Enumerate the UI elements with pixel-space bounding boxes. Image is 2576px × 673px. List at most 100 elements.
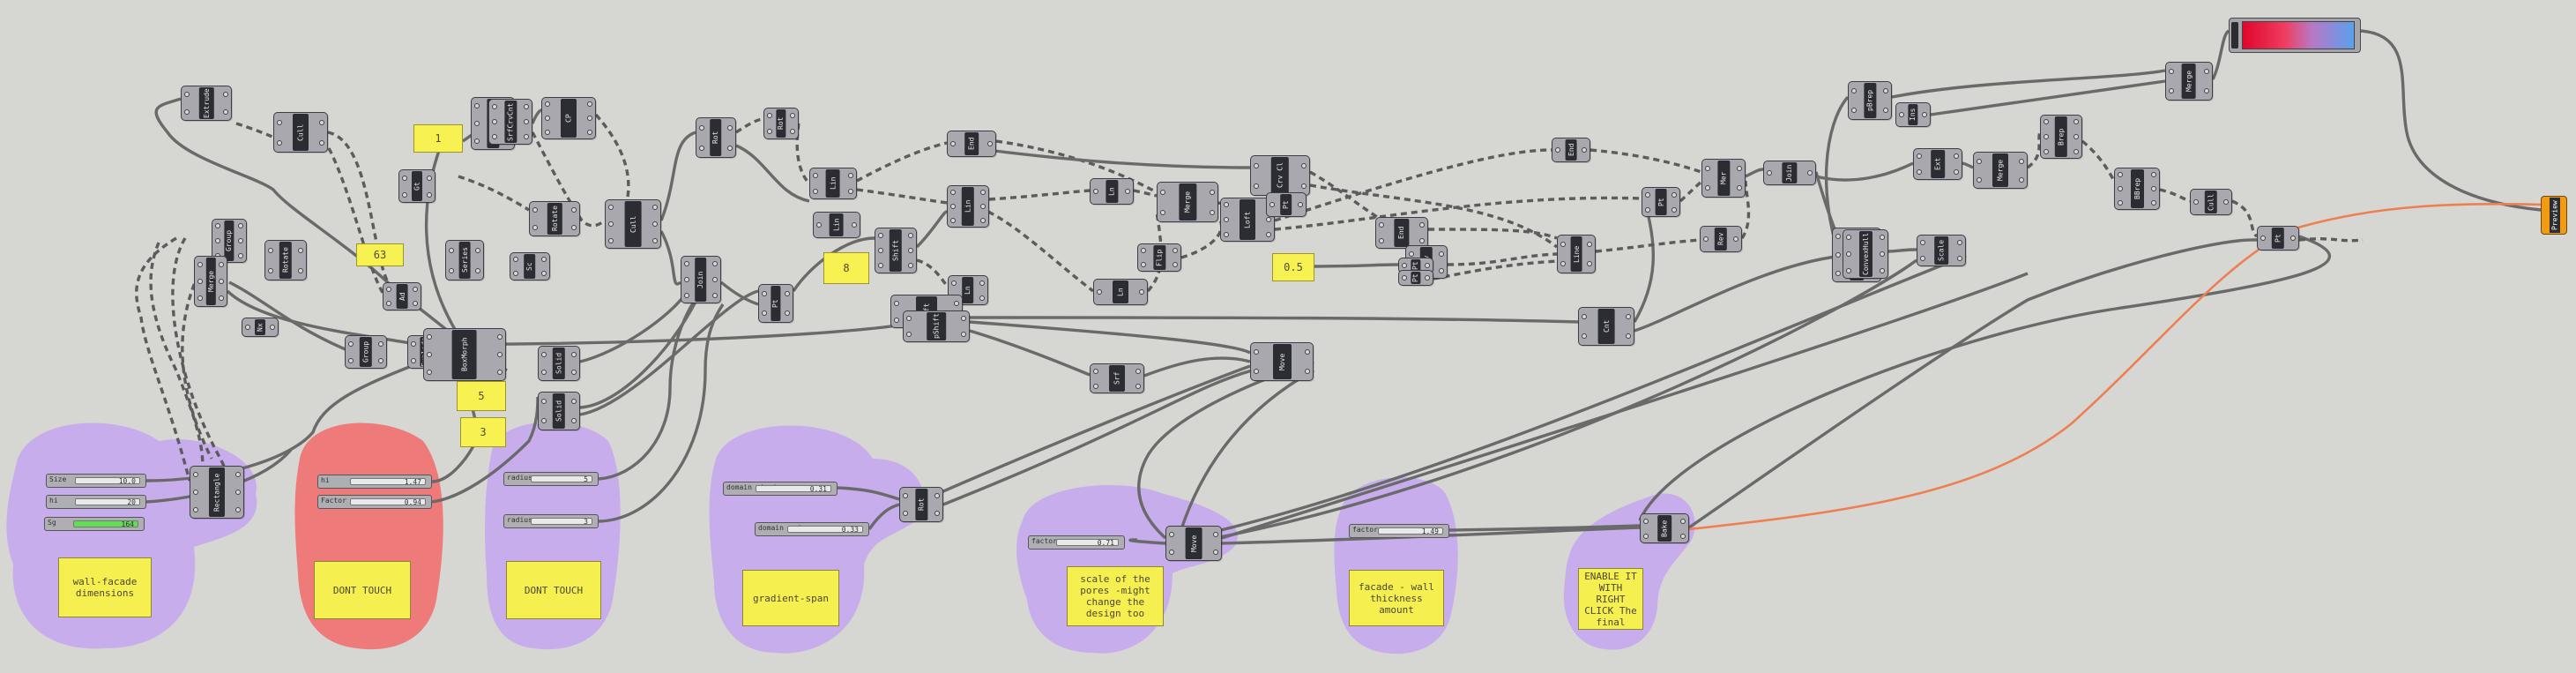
output-port-icon[interactable] [908,263,913,269]
output-port-icon[interactable] [238,238,243,243]
output-port-icon[interactable] [980,218,986,223]
output-port-icon[interactable] [1880,267,1885,273]
input-port-icon[interactable] [193,490,198,495]
input-port-icon[interactable] [903,511,908,516]
output-port-icon[interactable] [712,261,718,266]
input-port-icon[interactable] [492,119,497,124]
output-port-icon[interactable] [1266,231,1271,237]
output-port-icon[interactable] [848,189,853,194]
slider-track[interactable]: 5 [531,475,592,483]
component-node[interactable]: ConvexHull [1843,229,1888,279]
component-node[interactable]: Pt [1642,187,1680,217]
component-node[interactable]: Rev [1700,226,1742,252]
input-port-icon[interactable] [268,267,273,273]
input-port-icon[interactable] [684,293,689,298]
component-node[interactable]: Gt [398,169,436,203]
input-port-icon[interactable] [513,271,518,276]
output-port-icon[interactable] [2151,186,2156,191]
input-port-icon[interactable] [402,175,407,181]
input-port-icon[interactable] [2044,148,2049,154]
output-port-icon[interactable] [1957,256,1962,261]
note-panel[interactable]: gradient-span [742,570,839,626]
component-node[interactable]: Lin [813,212,860,238]
output-port-icon[interactable] [571,352,577,357]
input-port-icon[interactable] [492,103,497,109]
output-port-icon[interactable] [1587,261,1592,266]
input-port-icon[interactable] [1643,518,1649,524]
input-port-icon[interactable] [386,301,391,306]
component-node[interactable]: Join [1763,161,1816,185]
input-port-icon[interactable] [1582,314,1587,319]
input-port-icon[interactable] [1254,183,1259,189]
output-port-icon[interactable] [219,295,224,302]
input-port-icon[interactable] [1977,176,1982,183]
input-port-icon[interactable] [348,340,354,347]
input-port-icon[interactable] [427,334,432,340]
component-node[interactable]: CP [541,97,596,139]
slider-track[interactable]: 0.31 [756,485,831,493]
output-port-icon[interactable] [1680,518,1686,524]
output-port-icon[interactable] [934,493,940,498]
input-port-icon[interactable] [184,92,190,97]
input-port-icon[interactable] [1835,270,1841,276]
slider-track[interactable]: 164 [73,520,138,528]
input-port-icon[interactable] [1097,289,1102,295]
note-panel[interactable]: ENABLE IT WITH RIGHT CLICK The final [1578,568,1643,630]
slider-track[interactable]: 0.71 [1056,539,1119,547]
input-port-icon[interactable] [1224,231,1229,237]
input-port-icon[interactable] [545,101,550,107]
input-port-icon[interactable] [816,222,822,228]
input-port-icon[interactable] [1582,333,1587,339]
component-node[interactable]: Move [1165,526,1222,561]
input-port-icon[interactable] [2118,200,2123,206]
component-node[interactable]: Rot [899,487,943,522]
output-port-icon[interactable] [2073,148,2079,154]
output-port-icon[interactable] [790,129,795,134]
input-port-icon[interactable] [762,291,767,296]
input-port-icon[interactable] [277,119,282,125]
input-port-icon[interactable] [1835,234,1841,240]
output-port-icon[interactable] [524,119,529,124]
input-port-icon[interactable] [386,287,391,292]
input-port-icon[interactable] [513,257,518,262]
output-port-icon[interactable] [1425,263,1430,268]
component-node[interactable]: Ln [1090,178,1134,205]
output-port-icon[interactable] [712,293,718,298]
output-port-icon[interactable] [790,113,795,118]
component-node[interactable]: Line [1557,235,1596,273]
input-port-icon[interactable] [951,280,957,286]
input-port-icon[interactable] [813,189,818,194]
input-port-icon[interactable] [1705,185,1710,191]
output-port-icon[interactable] [954,300,959,306]
input-port-icon[interactable] [1160,189,1165,195]
output-port-icon[interactable] [980,204,986,209]
input-port-icon[interactable] [2118,186,2123,191]
output-port-icon[interactable] [1305,349,1310,355]
output-port-icon[interactable] [980,190,986,195]
input-port-icon[interactable] [878,248,883,253]
component-node[interactable]: Pt [758,284,793,323]
input-port-icon[interactable] [197,279,203,284]
component-node[interactable]: Scale [1917,235,1966,266]
component-node[interactable]: Ad [383,282,421,310]
input-port-icon[interactable] [348,357,354,363]
input-port-icon[interactable] [193,507,198,512]
output-port-icon[interactable] [587,130,592,135]
input-port-icon[interactable] [1409,251,1414,257]
input-port-icon[interactable] [1254,369,1259,374]
slider-track[interactable]: 3 [531,518,592,526]
component-node[interactable]: Bake [1640,513,1689,543]
output-port-icon[interactable] [319,119,324,125]
input-port-icon[interactable] [277,139,282,146]
output-port-icon[interactable] [1419,238,1425,243]
slider-track[interactable]: 1.49 [1378,527,1443,535]
input-port-icon[interactable] [684,277,689,282]
output-port-icon[interactable] [2073,134,2079,139]
input-port-icon[interactable] [1560,242,1566,247]
output-port-icon[interactable] [1298,202,1303,207]
output-port-icon[interactable] [571,207,577,213]
output-port-icon[interactable] [319,139,324,146]
output-port-icon[interactable] [1210,189,1215,195]
output-port-icon[interactable] [541,271,547,276]
